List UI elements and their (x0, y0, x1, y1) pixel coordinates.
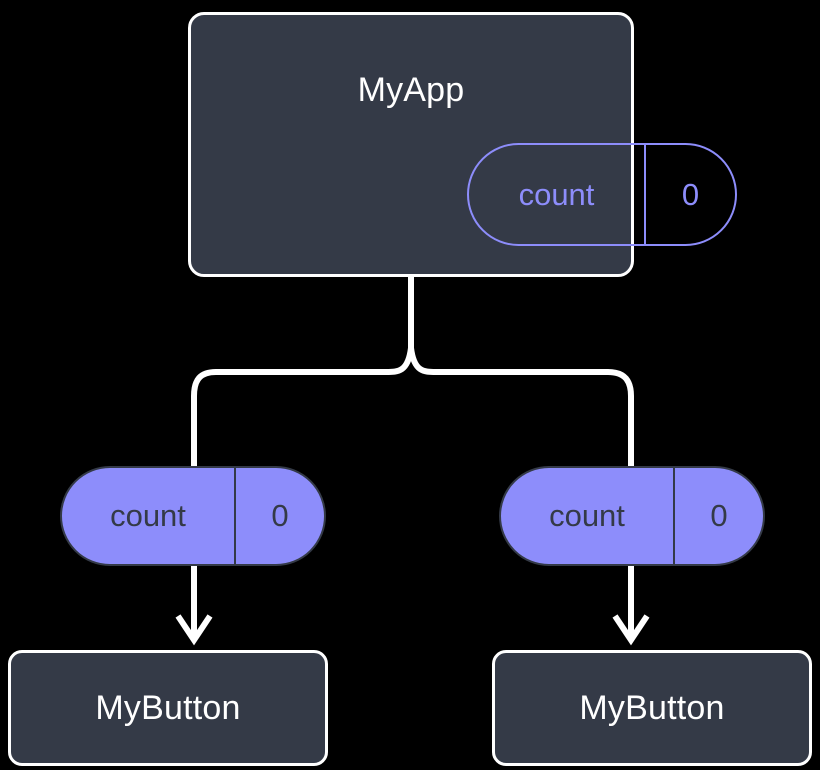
edge-to-right-child (408, 347, 634, 470)
value-pill-left-value: 0 (271, 498, 289, 533)
node-mybutton-left[interactable]: MyButton (8, 650, 328, 766)
arrowhead-right (612, 614, 650, 646)
value-pill-left-key: count (62, 468, 236, 564)
edge-to-left-child (191, 347, 414, 470)
node-mybutton-left-title: MyButton (95, 689, 241, 727)
node-myapp[interactable]: MyApp count 0 (188, 12, 737, 277)
value-pill-right-key: count (501, 468, 675, 564)
node-mybutton-right-title: MyButton (579, 689, 725, 727)
node-myapp-title: MyApp (357, 71, 465, 109)
state-pill-myapp-key: count (469, 145, 646, 244)
state-pill-myapp-count[interactable]: count 0 (467, 143, 737, 246)
value-pill-right-count[interactable]: count 0 (499, 466, 765, 566)
state-pill-myapp-value: 0 (681, 176, 700, 212)
value-pill-left-count[interactable]: count 0 (60, 466, 326, 566)
value-pill-right-value: 0 (710, 498, 728, 533)
node-mybutton-right[interactable]: MyButton (492, 650, 812, 766)
arrowhead-left (175, 614, 213, 646)
